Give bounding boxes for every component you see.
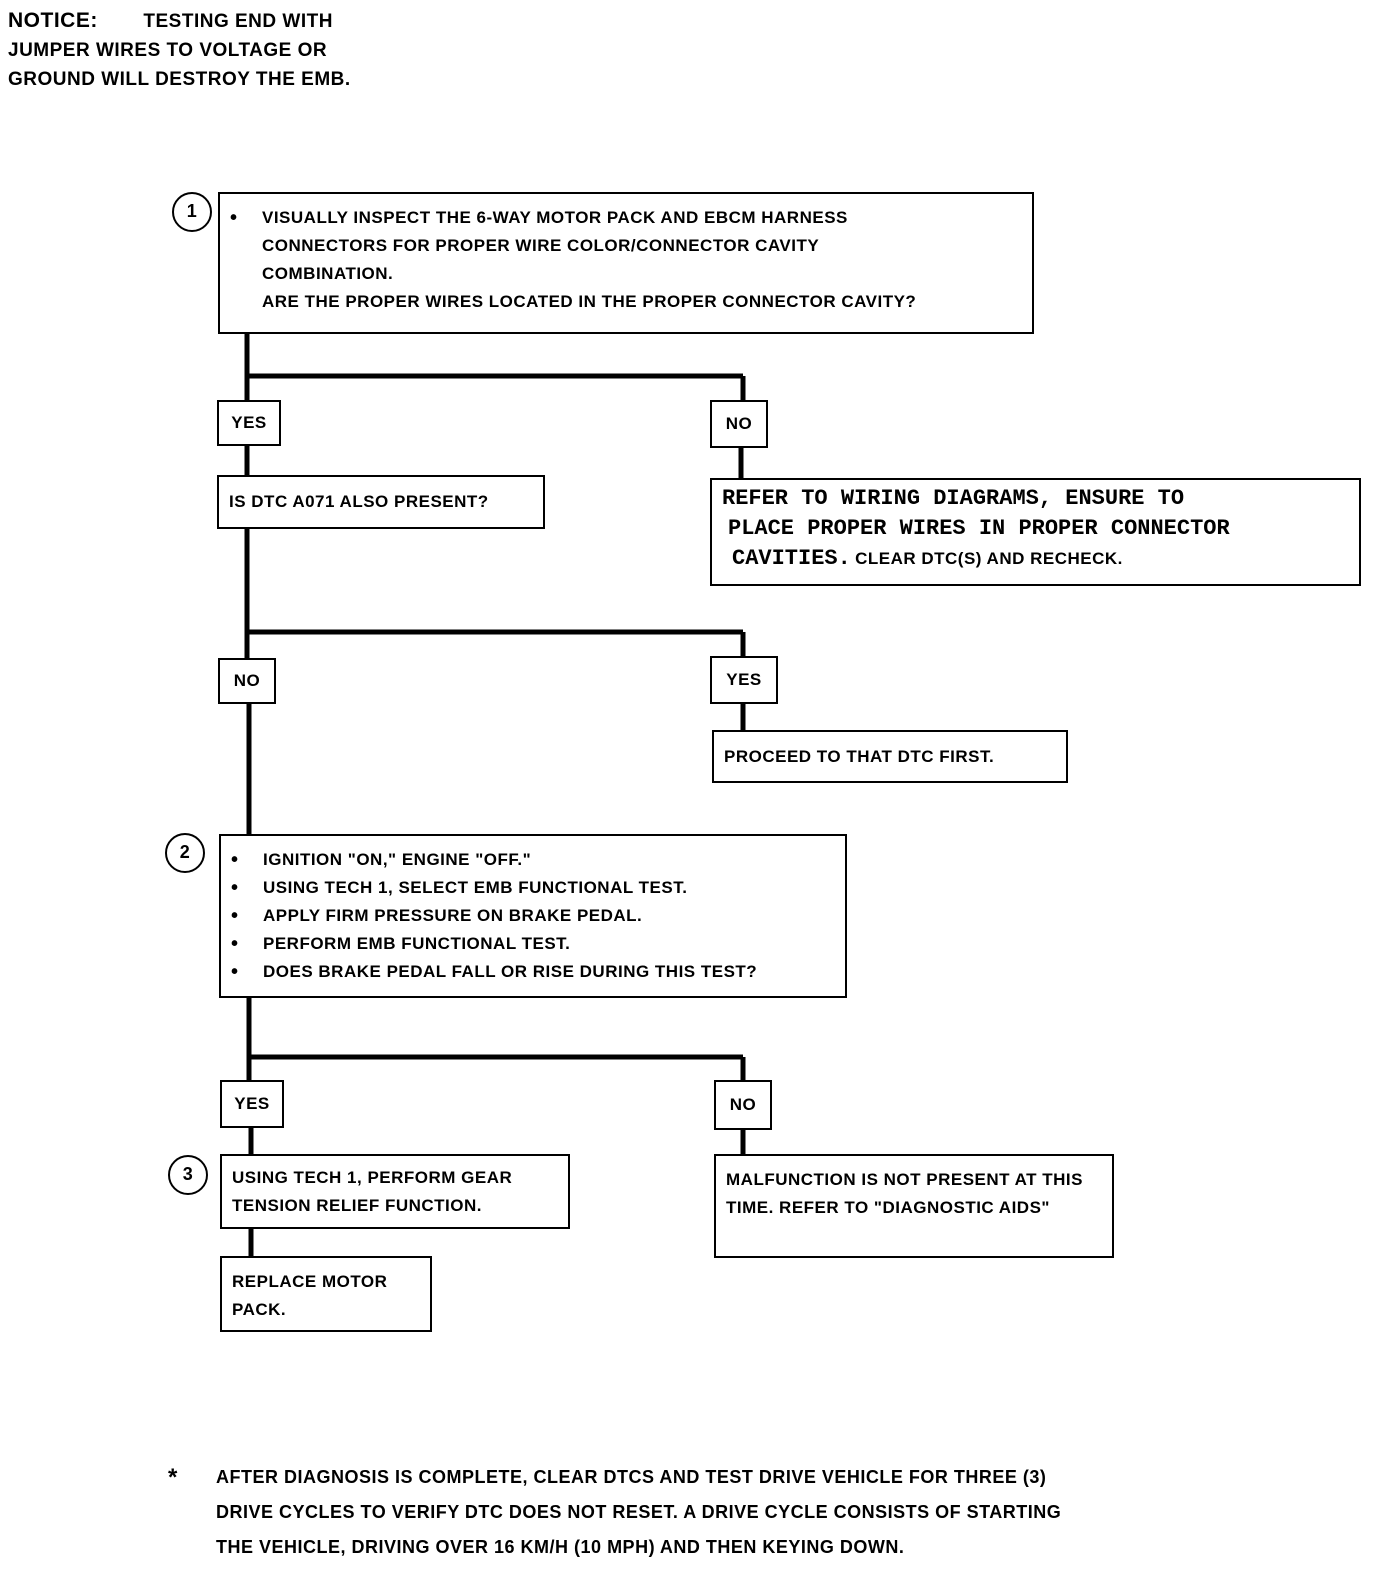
proceed-box: PROCEED TO THAT DTC FIRST. bbox=[712, 730, 1068, 783]
wiring-diagram-box: REFER TO WIRING DIAGRAMS, ENSURE TO PLAC… bbox=[710, 478, 1361, 586]
step-2-item-1: IGNITION "ON," ENGINE "OFF." bbox=[221, 846, 845, 874]
notice-text-line3: GROUND WILL DESTROY THE EMB. bbox=[8, 69, 351, 90]
wiring-line1: REFER TO WIRING DIAGRAMS, ENSURE TO bbox=[722, 486, 1185, 511]
step-2-item-2: USING TECH 1, SELECT EMB FUNCTIONAL TEST… bbox=[221, 874, 845, 902]
footnote-asterisk: * bbox=[168, 1464, 178, 1491]
step-3-number: 3 bbox=[168, 1155, 208, 1195]
notice-heading: NOTICE: bbox=[8, 9, 98, 32]
step-3-box: USING TECH 1, PERFORM GEAR TENSION RELIE… bbox=[220, 1154, 570, 1229]
label-no-1: NO bbox=[710, 400, 768, 448]
notice-text-line1: TESTING END WITH bbox=[143, 11, 333, 32]
label-no-3: NO bbox=[714, 1080, 772, 1130]
step-1-number: 1 bbox=[172, 192, 212, 232]
malfunction-box: MALFUNCTION IS NOT PRESENT AT THIS TIME.… bbox=[714, 1154, 1114, 1258]
replace-motor-pack-box: REPLACE MOTOR PACK. bbox=[220, 1256, 432, 1332]
step-2-item-3: APPLY FIRM PRESSURE ON BRAKE PEDAL. bbox=[221, 902, 845, 930]
wiring-line2: PLACE PROPER WIRES IN PROPER CONNECTOR bbox=[728, 516, 1230, 541]
notice-block: NOTICE: TESTING END WITH JUMPER WIRES TO… bbox=[8, 6, 428, 94]
step-2-item-5: DOES BRAKE PEDAL FALL OR RISE DURING THI… bbox=[221, 958, 845, 986]
step-2-number: 2 bbox=[165, 833, 205, 873]
footnote-line1: AFTER DIAGNOSIS IS COMPLETE, CLEAR DTCs … bbox=[216, 1467, 1047, 1487]
step-2-box: IGNITION "ON," ENGINE "OFF." USING TECH … bbox=[219, 834, 847, 998]
dtc-question-box: IS DTC A071 ALSO PRESENT? bbox=[217, 475, 545, 529]
footnote-line2: DRIVE CYCLES TO VERIFY DTC DOES NOT RESE… bbox=[216, 1502, 1062, 1522]
step-1-line4: ARE THE PROPER WIRES LOCATED IN THE PROP… bbox=[262, 292, 917, 311]
step-1-box: VISUALLY INSPECT THE 6-WAY MOTOR PACK AN… bbox=[218, 192, 1034, 334]
step-2-item-4: PERFORM EMB FUNCTIONAL TEST. bbox=[221, 930, 845, 958]
step-1-line3: COMBINATION. bbox=[262, 264, 394, 283]
wiring-line3b: CLEAR DTC(s) AND RECHECK. bbox=[855, 549, 1123, 568]
label-yes-1: YES bbox=[217, 400, 281, 446]
footnote: * AFTER DIAGNOSIS IS COMPLETE, CLEAR DTC… bbox=[168, 1460, 1168, 1565]
label-yes-3: YES bbox=[220, 1080, 284, 1128]
step-1-line1: VISUALLY INSPECT THE 6-WAY MOTOR PACK AN… bbox=[220, 204, 1032, 232]
label-no-2: NO bbox=[218, 658, 276, 704]
wiring-line3a: CAVITIES. bbox=[732, 546, 851, 571]
step-1-line2: CONNECTORS FOR PROPER WIRE COLOR/CONNECT… bbox=[262, 236, 820, 255]
notice-text-line2: JUMPER WIRES TO VOLTAGE OR bbox=[8, 40, 328, 61]
label-yes-2: YES bbox=[710, 656, 778, 704]
footnote-line3: THE VEHICLE, DRIVING OVER 16 km/h (10 MP… bbox=[216, 1537, 905, 1557]
